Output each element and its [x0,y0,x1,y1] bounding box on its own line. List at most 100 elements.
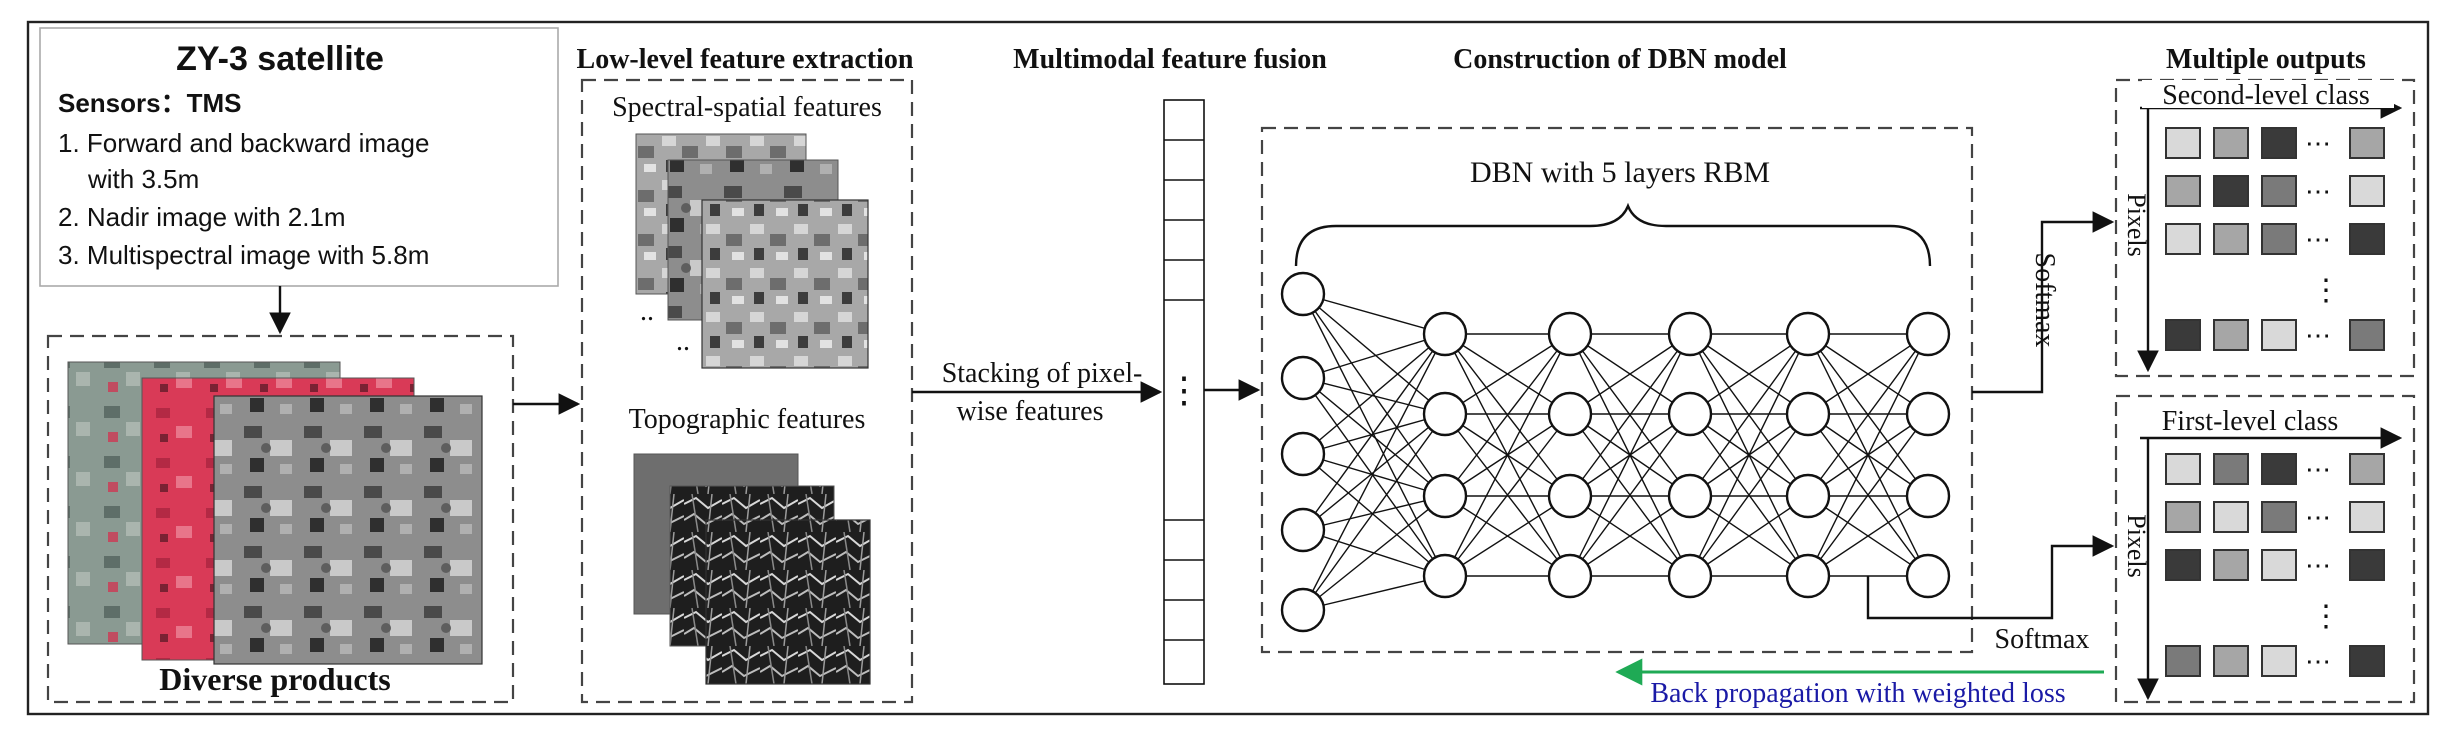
dbn-connection [1569,333,1691,415]
first-level-class-cell [2261,453,2297,485]
second-level-class-cell [2165,223,2201,255]
heading-low-level: Low-level feature extraction [577,44,914,75]
dbn-neuron [1785,473,1831,519]
satellite-sensors: Sensors：TMS [58,88,242,118]
second-level-class-cell [2261,319,2297,351]
second-level-class-cell [2213,319,2249,351]
first-level-grid: ⋯⋯⋯⋮⋯ [2165,453,2385,677]
second-level-class-cell [2213,127,2249,159]
first-level-grid-ellipsis: ⋯ [2305,503,2331,532]
dbn-connection [1302,293,1446,335]
heading-dbn: Construction of DBN model [1453,44,1787,75]
dbn-connection [1444,413,1571,577]
dbn-connection [1302,333,1446,611]
dbn-connection [1807,413,1929,577]
dbn-connection [1689,333,1809,415]
spectral-feature-stack [635,133,869,369]
satellite-title: ZY-3 satellite [176,40,384,78]
feature-vector-ellipsis: ⋮ [1166,370,1202,410]
fused-feature-vector [1163,99,1205,685]
figure-frame [26,20,2430,716]
dbn-neuron [1280,587,1326,633]
dbn-connection [1302,413,1446,455]
dbn-connection [1689,413,1809,577]
dbn-neuron [1667,553,1713,599]
first-level-class-cell [2261,549,2297,581]
first-level-class-cell [2213,549,2249,581]
dbn-connection [1444,333,1571,497]
dbn-neuron [1785,553,1831,599]
dbn-connection [1302,293,1446,497]
dbn-neuron [1905,473,1951,519]
dbn-neuron [1547,391,1593,437]
first-level-pixels-label: Pixels [2122,514,2151,578]
first-level-class-cell [2213,645,2249,677]
dbn-connection [1302,293,1446,577]
topographic-feature-stack [633,453,871,685]
dbn-connection [1807,333,1929,497]
dbn-connection [1302,333,1446,531]
first-level-label-bg [2142,404,2372,434]
feature-vector-outline [1163,99,1205,685]
dbn-neuron [1280,271,1326,317]
first-level-class-cell [2349,453,2385,485]
dbn-neuron [1280,431,1326,477]
dbn-connection [1689,333,1809,497]
dbn-neuron [1667,391,1713,437]
softmax-bottom-label: Softmax [1995,624,2090,655]
arrow-dbn-to-first-level [1866,535,2115,620]
dbn-connection [1569,333,1691,497]
dbn-connection [1807,495,1929,577]
dbn-neuron [1422,473,1468,519]
dbn-connection [1302,453,1446,497]
first-level-box [2114,394,2416,704]
dbn-neuron [1547,473,1593,519]
second-level-pixels-label: Pixels [2122,193,2151,257]
first-level-grid-vdots: ⋮ [2311,600,2341,633]
dbn-neuron [1785,311,1831,357]
dbn-neuron [1547,311,1593,357]
products-label: Diverse products [159,661,390,697]
second-level-class-cell [2349,127,2385,159]
first-level-label: First-level class [2162,406,2339,437]
dbn-brace [1294,202,1932,267]
dbn-neuron [1422,311,1468,357]
heading-outputs: Multiple outputs [2166,44,2366,75]
dbn-connection [1302,377,1446,497]
heading-fusion: Multimodal feature fusion [1013,44,1327,75]
second-level-grid-ellipsis: ⋯ [2305,225,2331,254]
dbn-neuron [1905,391,1951,437]
dbn-connection [1302,333,1446,379]
first-level-class-cell [2349,501,2385,533]
dbn-connection [1569,413,1691,577]
dbn-network [1280,271,1951,633]
first-level-class-cell [2165,501,2201,533]
first-level-class-cell [2213,501,2249,533]
second-level-class-cell [2261,223,2297,255]
second-level-box [2114,78,2416,378]
second-level-class-cell [2349,175,2385,207]
dbn-connection [1569,333,1691,577]
spectral-ellipsis-1: .. [640,296,654,327]
spectral-layer-3 [701,199,869,369]
dbn-neuron [1905,311,1951,357]
first-level-class-cell [2349,645,2385,677]
dbn-connection [1444,333,1571,415]
multispectral-image-stack [67,361,483,665]
first-level-class-cell [2261,501,2297,533]
dbn-connection [1689,333,1809,577]
products-box [46,334,515,704]
satellite-line-2: 2. Nadir image with 2.1m [58,202,346,232]
second-level-class-cell [2165,127,2201,159]
second-level-class-cell [2349,319,2385,351]
second-level-class-cell [2165,175,2201,207]
satellite-line-1: 1. Forward and backward image [58,128,429,158]
dbn-neuron [1280,355,1326,401]
second-level-grid-ellipsis: ⋯ [2305,129,2331,158]
second-level-class-cell [2165,319,2201,351]
dbn-label: DBN with 5 layers RBM [1470,156,1770,189]
first-level-class-cell [2349,549,2385,581]
second-level-grid-ellipsis: ⋯ [2305,177,2331,206]
second-level-class-cell [2349,223,2385,255]
arrow-dbn-to-second-level [1972,211,2115,394]
